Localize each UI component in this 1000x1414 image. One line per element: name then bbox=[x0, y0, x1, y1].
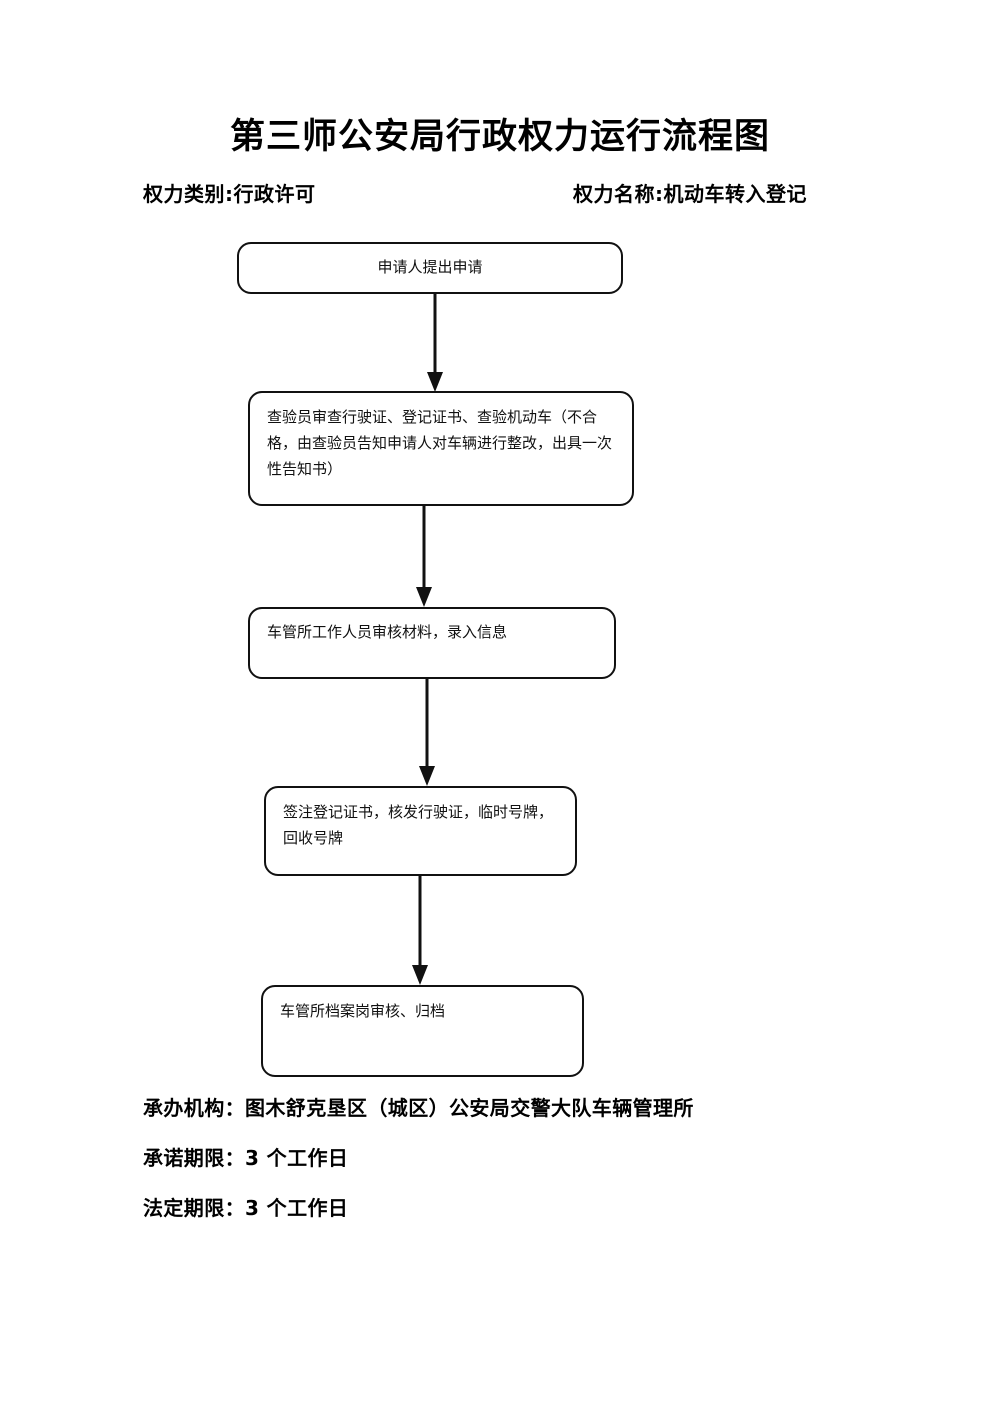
flow-connector-arrow-1 bbox=[425, 292, 445, 393]
arrow-down-icon bbox=[412, 874, 428, 985]
footer-line-promised-term: 承诺期限：3 个工作日 bbox=[143, 1146, 349, 1170]
arrow-down-icon bbox=[419, 678, 435, 786]
flow-node-archive: 车管所档案岗审核、归档 bbox=[261, 985, 584, 1077]
arrow-down-icon bbox=[416, 505, 432, 607]
flow-node-issue-license: 签注登记证书，核发行驶证，临时号牌，回收号牌 bbox=[264, 786, 577, 876]
flow-node-text: 申请人提出申请 bbox=[377, 258, 483, 276]
flow-connector-arrow-2 bbox=[414, 505, 434, 608]
arrow-down-icon bbox=[427, 292, 443, 392]
flow-node-text: 查验员审查行驶证、登记证书、查验机动车（不合格，由查验员告知申请人对车辆进行整改… bbox=[267, 408, 613, 478]
power-category-label: 权力类别:行政许可 bbox=[143, 182, 316, 206]
flow-node-text: 车管所工作人员审核材料，录入信息 bbox=[267, 623, 508, 641]
footer-block: 承办机构：图木舒克垦区（城区）公安局交警大队车辆管理所 承诺期限：3 个工作日 … bbox=[143, 1092, 943, 1242]
flow-node-text: 车管所档案岗审核、归档 bbox=[280, 1002, 446, 1020]
footer-line-agency: 承办机构：图木舒克垦区（城区）公安局交警大队车辆管理所 bbox=[143, 1096, 694, 1120]
flow-node-inspection: 查验员审查行驶证、登记证书、查验机动车（不合格，由查验员告知申请人对车辆进行整改… bbox=[248, 391, 634, 506]
footer-line-statutory-term: 法定期限：3 个工作日 bbox=[143, 1196, 349, 1220]
flow-node-apply: 申请人提出申请 bbox=[237, 242, 623, 294]
meta-row: 权力类别:行政许可 权力名称:机动车转入登记 bbox=[143, 178, 873, 208]
flow-connector-arrow-4 bbox=[410, 874, 430, 986]
power-name-label: 权力名称:机动车转入登记 bbox=[573, 182, 807, 206]
flow-node-review-entry: 车管所工作人员审核材料，录入信息 bbox=[248, 607, 616, 679]
flow-connector-arrow-3 bbox=[417, 678, 437, 787]
page-title: 第三师公安局行政权力运行流程图 bbox=[229, 116, 770, 157]
flow-node-text: 签注登记证书，核发行驶证，临时号牌，回收号牌 bbox=[283, 803, 554, 847]
